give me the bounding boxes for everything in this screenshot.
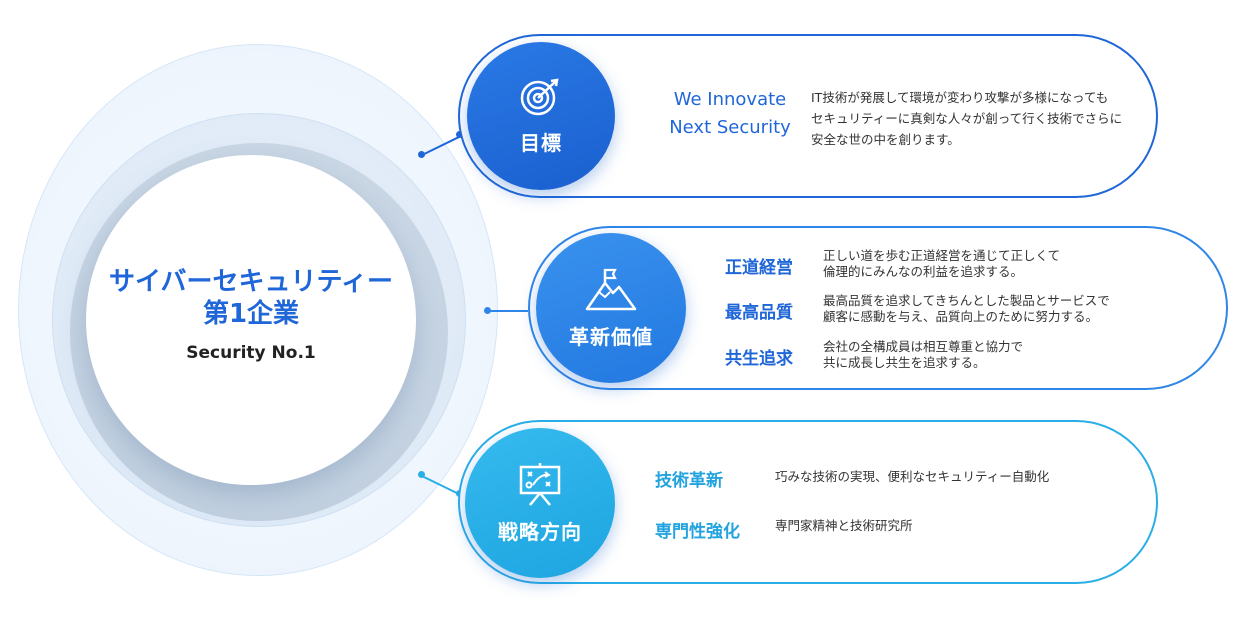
connector-values xyxy=(488,310,528,312)
values-item-title: 最高品質 xyxy=(725,303,793,323)
values-item-title: 正道経営 xyxy=(725,258,793,278)
goal-label: 目標 xyxy=(520,130,562,155)
goal-badge: 目標 xyxy=(467,42,615,190)
strategy-item-title: 専門性強化 xyxy=(655,522,740,542)
strategy-label: 戦略方向 xyxy=(498,519,582,544)
goal-slogan: We Innovate Next Security xyxy=(669,89,791,138)
center-circle xyxy=(86,155,416,485)
goal-description: IT技術が発展して環境が変わり攻撃が多様になっても セキュリティーに真剣な人々が… xyxy=(811,90,1123,147)
values-item-title: 共生追求 xyxy=(725,349,793,369)
values-item-text: 最高品質を追求してきちんとした製品とサービスで 顧客に感動を与え、品質向上のため… xyxy=(823,293,1110,324)
strategy-item-title: 技術革新 xyxy=(655,471,723,491)
values-label: 革新価値 xyxy=(569,324,653,349)
mountain-flag-icon xyxy=(585,267,637,311)
strategy-board-icon xyxy=(518,462,562,506)
center-subtitle: Security No.1 xyxy=(186,343,316,363)
strategy-item-text: 専門家精神と技術研究所 xyxy=(775,518,913,533)
connector-dot-strategy-start xyxy=(418,471,425,478)
target-icon xyxy=(518,77,564,117)
values-item-text: 正しい道を歩む正道経営を通じて正しくて 倫理的にみんなの利益を追求する。 xyxy=(823,248,1061,279)
connector-dot-goal-start xyxy=(418,151,425,158)
connector-dot-values xyxy=(484,307,491,314)
center-title: サイバーセキュリティー 第1企業 xyxy=(109,267,393,329)
values-badge: 革新価値 xyxy=(536,233,686,383)
strategy-item-text: 巧みな技術の実現、便利なセキュリティー自動化 xyxy=(775,469,1050,484)
strategy-badge: 戦略方向 xyxy=(465,428,615,578)
values-item-text: 会社の全構成員は相互尊重と協力で 共に成長し共生を追求する。 xyxy=(823,339,1024,370)
